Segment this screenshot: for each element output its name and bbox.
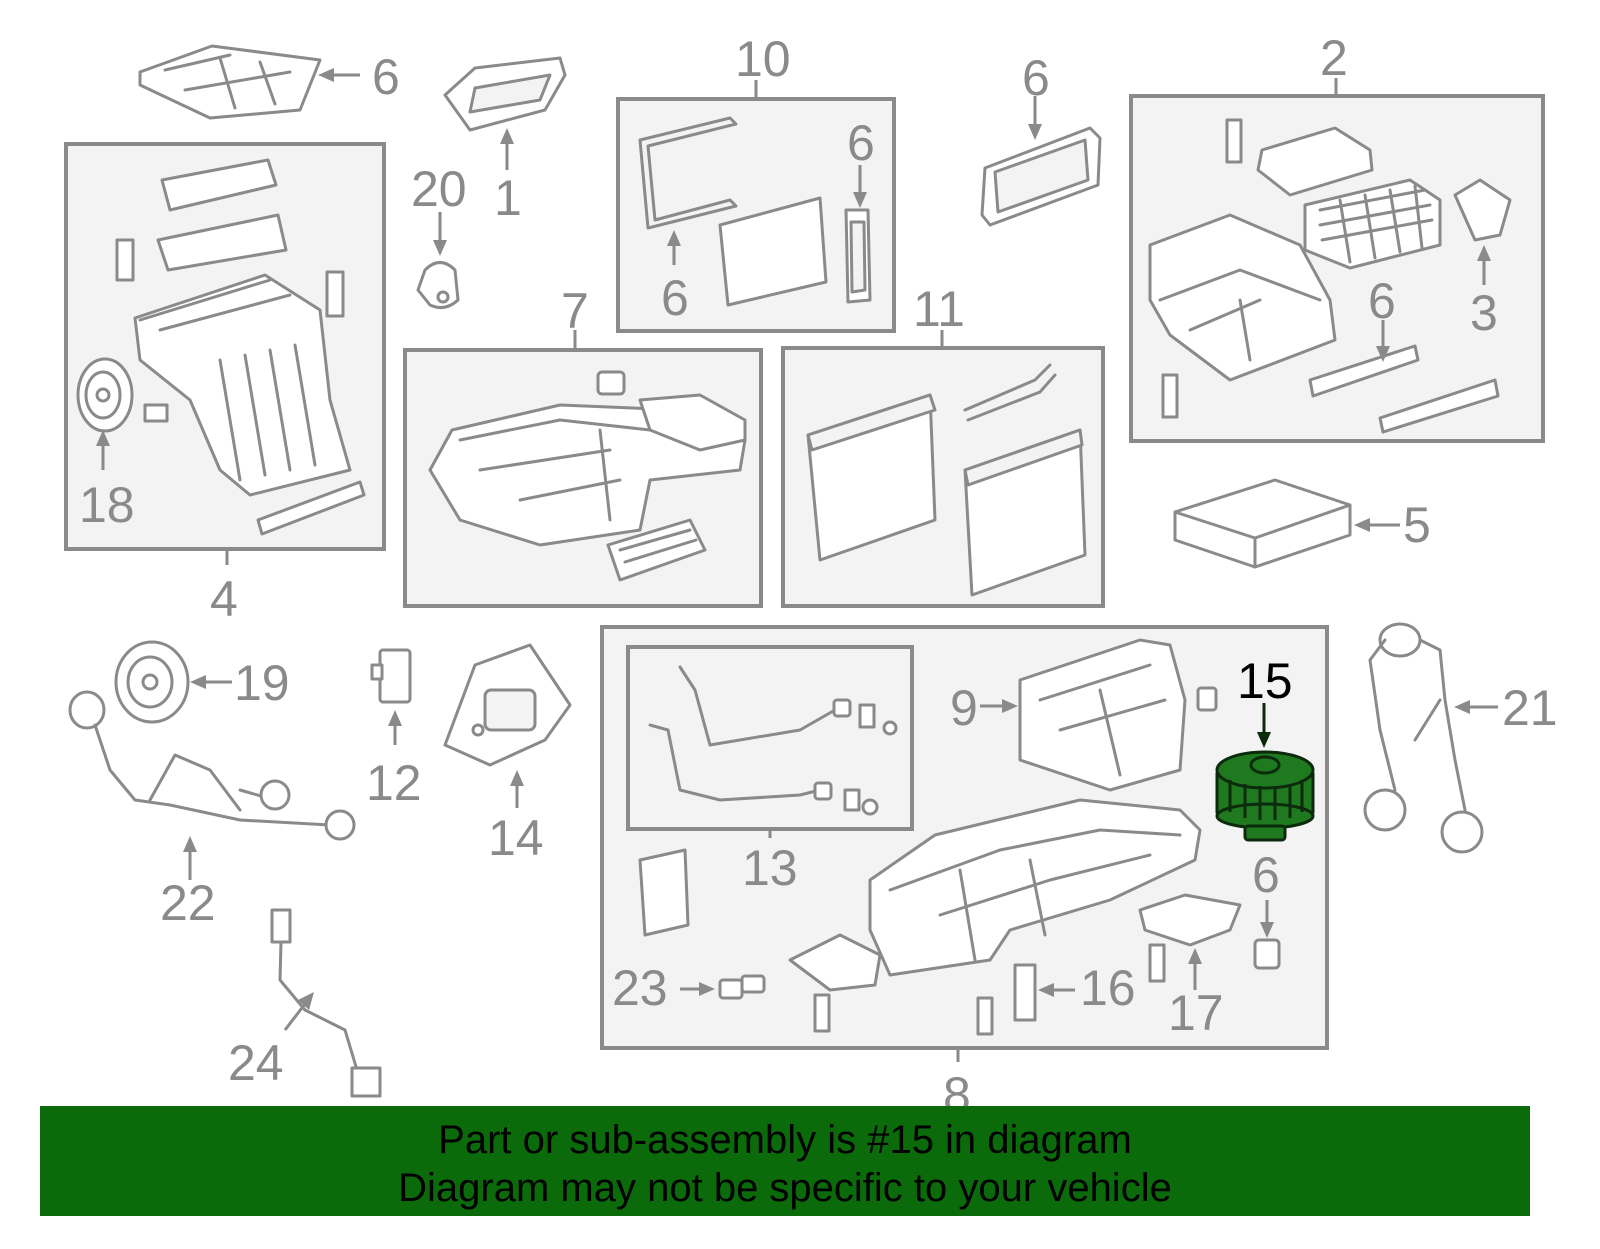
label-6: 6 [372, 49, 400, 105]
part-16-resistor [1013, 963, 1037, 1022]
label-21: 21 [1502, 680, 1558, 736]
part-21-harness [1363, 622, 1484, 854]
part-8-lower-case [868, 798, 1202, 977]
part-5-filter [1173, 478, 1352, 569]
label-7: 7 [561, 283, 589, 339]
label-12: 12 [366, 755, 422, 811]
label-15: 15 [1237, 653, 1293, 709]
part-4-heater-case [115, 158, 366, 536]
label-6: 6 [847, 115, 875, 171]
part-2-case-assembly [1148, 118, 1512, 434]
label-5: 5 [1403, 497, 1431, 553]
label-6: 6 [1252, 847, 1280, 903]
label-14: 14 [488, 810, 544, 866]
label-6: 6 [1022, 50, 1050, 106]
part-11-core [806, 363, 1087, 597]
part-17-bracket [1138, 893, 1242, 947]
label-6: 6 [1368, 273, 1396, 329]
label-16: 16 [1080, 960, 1136, 1016]
part-7-lower-case [428, 370, 747, 582]
part-13-lines [648, 665, 898, 816]
part-24-hose [270, 908, 382, 1098]
label-11: 11 [913, 281, 965, 337]
part-10-seals [638, 116, 872, 307]
part-9-upper-case [1018, 638, 1218, 792]
part-23-fitting [718, 974, 766, 1000]
label-23: 23 [612, 960, 668, 1016]
part-19-wheel [114, 640, 190, 724]
label-13: 13 [742, 840, 798, 896]
label-17: 17 [1168, 985, 1224, 1041]
label-18: 18 [79, 477, 135, 533]
part-15-blower-motor [1215, 750, 1315, 842]
label-24: 24 [228, 1035, 284, 1091]
part-6-filter-grid [138, 44, 322, 120]
label-6: 6 [661, 270, 689, 326]
part-22-harness [68, 690, 356, 841]
label-1: 1 [494, 170, 522, 226]
label-22: 22 [160, 875, 216, 931]
part-20-bracket [416, 261, 460, 310]
label-2: 2 [1320, 30, 1348, 86]
banner-line-2: Diagram may not be specific to your vehi… [398, 1166, 1172, 1210]
part-18-blower-wheel [76, 357, 134, 433]
part-1-duct [443, 56, 567, 132]
banner-line-1: Part or sub-assembly is #15 in diagram [438, 1118, 1132, 1162]
label-4: 4 [210, 571, 238, 627]
part-6-seal [980, 126, 1102, 227]
part-8-small-parts [638, 848, 1281, 1036]
label-19: 19 [234, 655, 290, 711]
part-12-sensor [370, 648, 412, 704]
label-3: 3 [1470, 285, 1498, 341]
label-10: 10 [735, 31, 791, 87]
label-20: 20 [411, 161, 467, 217]
label-9: 9 [950, 680, 978, 736]
part-14-seal [443, 643, 572, 767]
info-banner: Part or sub-assembly is #15 in diagram D… [40, 1106, 1530, 1216]
